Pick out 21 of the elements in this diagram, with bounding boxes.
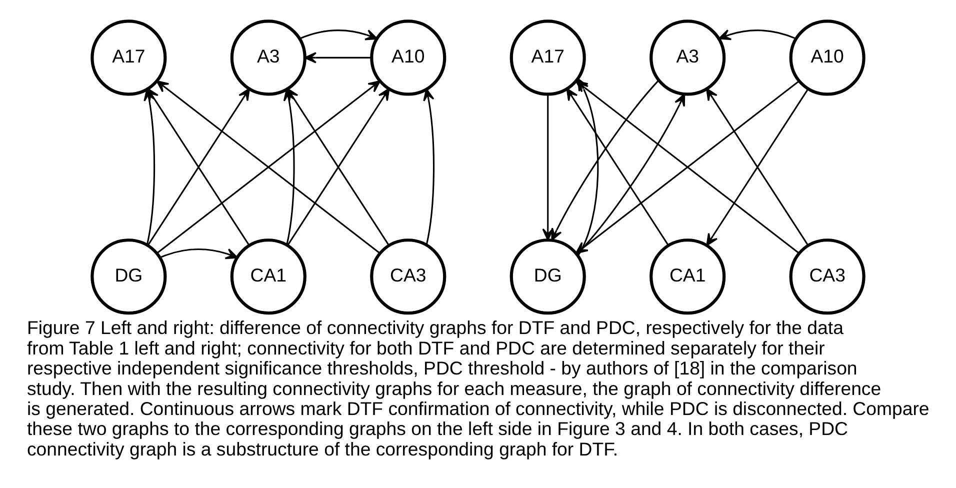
node-circle: A10 (789, 20, 866, 96)
caption: Figure 7 Left and right: difference of connectivity graphs for DTF and PDC, respectively for the data from Table 1 left and right; connectivity for both DTF and PDC are determined separately for their respective independent significance thresholds, PDC threshold - by authors of [18] in the comparison study. Then with the resulting connectivity graphs for each measure, the graph of connectivity difference is generated. Continuous arrows mark DTF confirmation of connectivity, while PDC is disconnected. Compare these two graphs to the corresponding graphs on the left side in Figure 3 and 4. In both cases, PDC connectivity graph is a substructure of the corresponding graph for DTF. (26, 317, 930, 460)
node-circle: CA1 (650, 238, 726, 315)
arrow (566, 88, 669, 246)
node-circle: A17 (90, 20, 167, 96)
node-circle: DG (90, 238, 167, 315)
node-circle: CA1 (230, 238, 306, 315)
node-circle: A10 (370, 20, 446, 96)
arrow (300, 30, 378, 40)
node-circle: A3 (650, 20, 726, 96)
arrow (551, 80, 660, 241)
arrow (160, 248, 238, 260)
arrow (718, 29, 796, 40)
arrow (423, 88, 434, 245)
node-circle: CA3 (789, 238, 866, 315)
node-circle: A3 (230, 20, 306, 96)
arrow (542, 94, 554, 241)
node-circle: DG (510, 238, 586, 315)
node-circle: A17 (510, 20, 586, 96)
node-circle: CA3 (370, 238, 446, 315)
arrow (304, 52, 372, 64)
